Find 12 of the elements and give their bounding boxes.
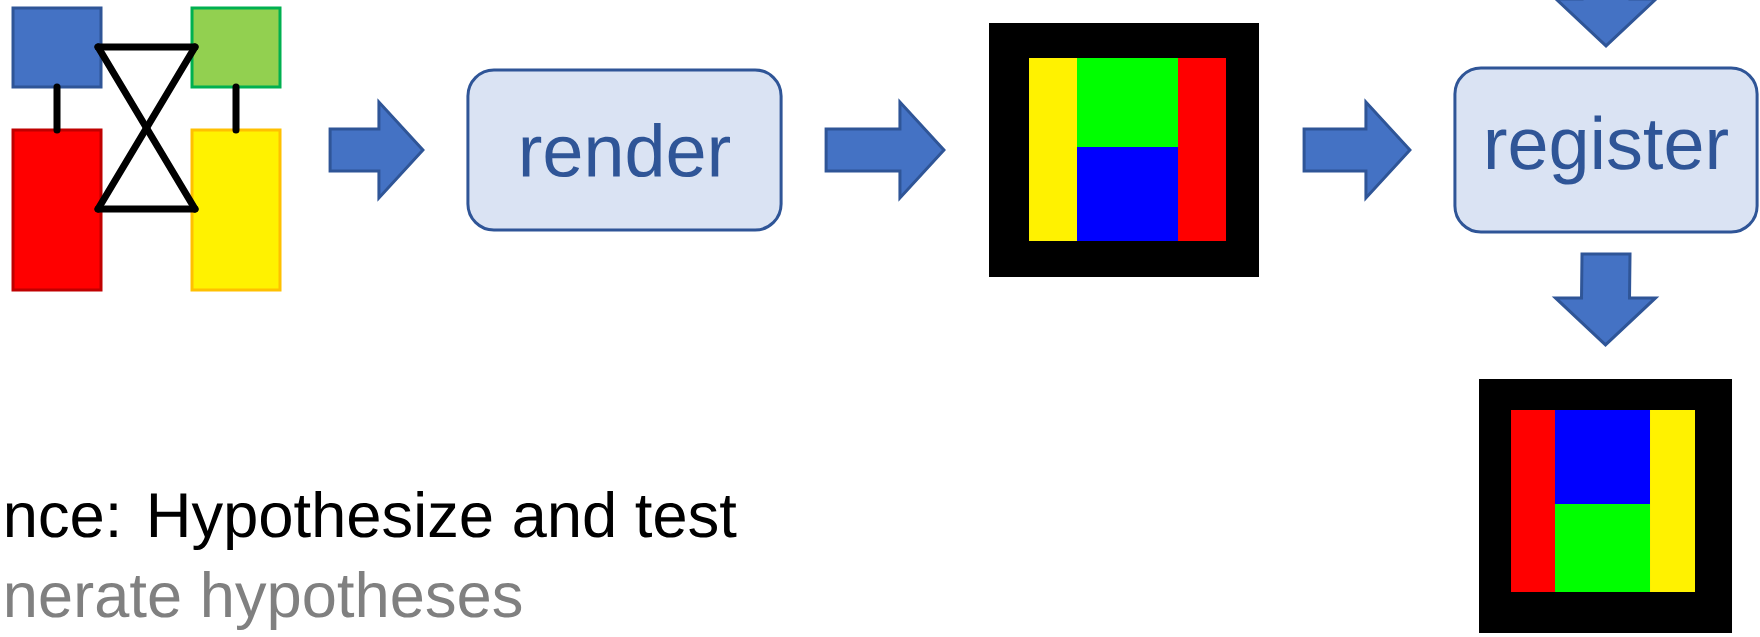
- block-arrow: [824, 98, 946, 202]
- block-arrow: [1552, 0, 1660, 48]
- image-drawing: [1479, 379, 1732, 633]
- process-box: render: [466, 68, 783, 232]
- text-line: nce: Hypothesize and test: [6, 491, 737, 551]
- image-drawing: [989, 23, 1259, 277]
- block-arrow: [1551, 252, 1660, 347]
- block-arrow: [328, 98, 425, 202]
- text-line: nerate hypotheses: [6, 571, 522, 631]
- process-box: register: [1453, 66, 1759, 234]
- graph-drawing: [11, 6, 282, 292]
- block-arrow: [1302, 98, 1412, 202]
